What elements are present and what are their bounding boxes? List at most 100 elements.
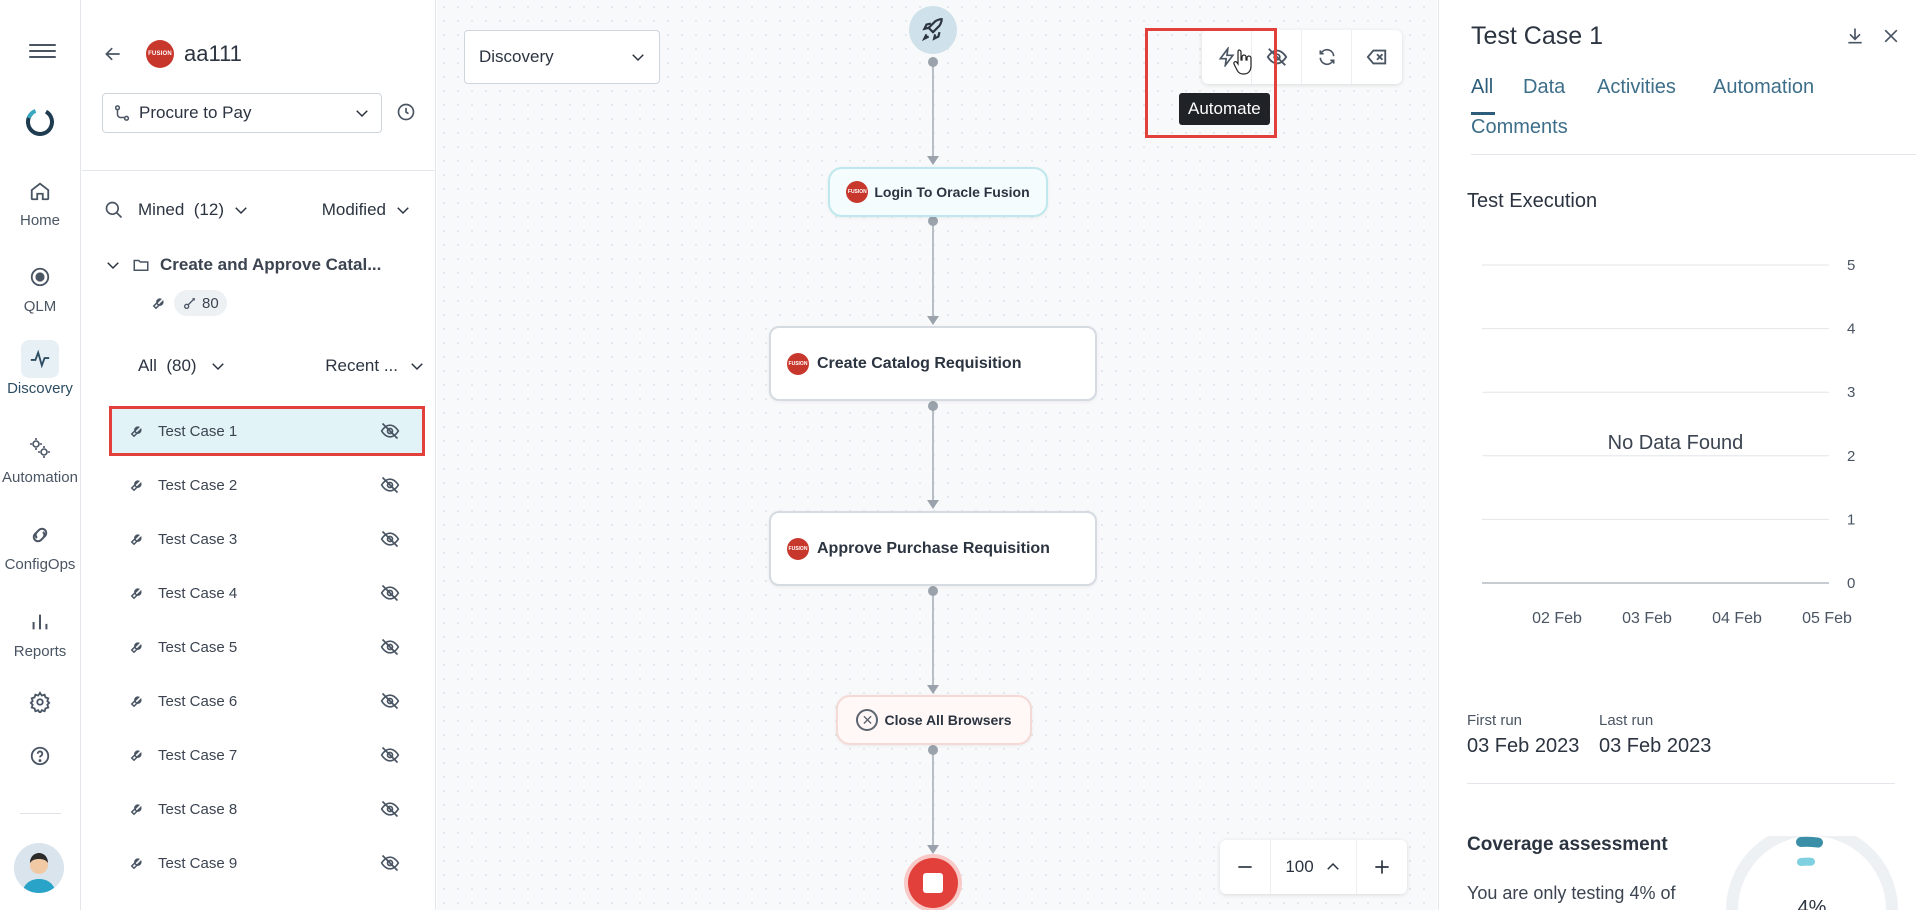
nav-discovery[interactable]: Discovery	[0, 340, 80, 397]
nav-settings[interactable]	[0, 683, 80, 721]
nav-reports[interactable]: Reports	[0, 603, 80, 660]
test-case-label: Test Case 5	[158, 638, 238, 656]
help-icon	[21, 737, 59, 775]
folder-row[interactable]: Create and Approve Catal...	[104, 255, 424, 275]
home-icon	[21, 172, 59, 210]
tab-all[interactable]: All	[1471, 76, 1494, 98]
clear-button[interactable]	[1352, 30, 1402, 84]
history-icon[interactable]	[396, 102, 418, 124]
app-logo-icon[interactable]	[24, 106, 56, 138]
zoom-level[interactable]: 100	[1270, 840, 1357, 894]
test-case-row[interactable]: Test Case 7	[112, 733, 422, 777]
y-tick-label: 4	[1847, 321, 1855, 338]
eye-off-icon[interactable]	[380, 475, 400, 495]
nav-qlm[interactable]: QLM	[0, 258, 80, 315]
eye-off-icon[interactable]	[380, 583, 400, 603]
tab-activities[interactable]: Activities	[1597, 76, 1676, 98]
y-tick-label: 1	[1847, 511, 1855, 528]
tab-data[interactable]: Data	[1523, 76, 1566, 98]
details-title: Test Case 1	[1471, 22, 1604, 50]
flow-connector	[932, 748, 934, 852]
test-case-row[interactable]: Test Case 3	[112, 517, 422, 561]
user-avatar[interactable]	[14, 843, 64, 893]
nav-home[interactable]: Home	[0, 172, 80, 229]
refresh-icon	[1319, 48, 1334, 66]
test-case-label: Test Case 7	[158, 746, 238, 764]
zoom-control: 100	[1220, 840, 1407, 894]
start-node[interactable]	[909, 6, 957, 54]
tab-automation[interactable]: Automation	[1713, 76, 1815, 98]
nav-automation[interactable]: Automation	[0, 429, 80, 486]
automate-button[interactable]	[1202, 30, 1252, 84]
nav-rail: Home QLM Discovery Automation ConfigOps …	[0, 0, 81, 910]
test-case-label: Test Case 9	[158, 854, 238, 872]
search-icon[interactable]	[104, 200, 124, 220]
close-icon[interactable]	[1879, 24, 1903, 48]
eye-off-icon[interactable]	[380, 637, 400, 657]
coverage-title: Coverage assessment	[1467, 834, 1668, 855]
nav-help[interactable]	[0, 737, 80, 775]
last-run-value: 03 Feb 2023	[1599, 735, 1712, 757]
step-approve-requisition[interactable]: FUSION Approve Purchase Requisition	[769, 511, 1097, 586]
sort-select[interactable]: Recent ...	[325, 356, 426, 376]
y-tick-label: 0	[1847, 575, 1855, 592]
eye-off-icon[interactable]	[380, 745, 400, 765]
hamburger-menu-icon[interactable]	[29, 44, 56, 64]
flow-connector	[932, 220, 934, 320]
eye-off-icon[interactable]	[380, 691, 400, 711]
view-select[interactable]: Discovery	[464, 30, 660, 84]
modified-filter[interactable]: Modified	[322, 200, 412, 220]
filter-row: Mined (12) Modified	[104, 196, 424, 224]
eye-off-icon[interactable]	[380, 799, 400, 819]
chevron-down-icon	[632, 54, 644, 62]
flow-canvas[interactable]: Discovery Automate FUSION Login To	[437, 0, 1437, 910]
y-tick-label: 2	[1847, 448, 1855, 465]
chevron-down-icon	[411, 363, 423, 371]
rocket-icon	[921, 18, 943, 42]
process-select[interactable]: Procure to Pay	[102, 93, 382, 133]
panel-divider	[82, 170, 436, 171]
list-header: All (80) Recent ...	[138, 356, 428, 376]
section-divider	[1467, 783, 1895, 784]
mined-filter[interactable]: Mined (12)	[138, 200, 250, 220]
no-data-message: No Data Found	[1608, 432, 1744, 454]
test-case-row[interactable]: Test Case 6	[112, 679, 422, 723]
coverage-text: You are only testing 4% of	[1467, 883, 1676, 903]
target-icon	[21, 258, 59, 296]
stop-node[interactable]	[908, 858, 958, 908]
wrench-icon	[130, 642, 142, 654]
back-arrow-icon[interactable]	[102, 43, 124, 65]
chevron-up-icon	[1326, 862, 1339, 870]
connector-dot	[928, 586, 938, 596]
tab-comments[interactable]: Comments	[1471, 116, 1568, 138]
sort-select-value: Recent ...	[325, 356, 398, 375]
test-case-row[interactable]: Test Case 2	[112, 463, 422, 507]
zoom-in-button[interactable]	[1357, 840, 1407, 894]
step-close-browsers[interactable]: ✕ Close All Browsers	[836, 695, 1032, 745]
bar-chart-icon	[21, 603, 59, 641]
step-login[interactable]: FUSION Login To Oracle Fusion	[828, 167, 1048, 217]
first-run-value: 03 Feb 2023	[1467, 735, 1580, 757]
download-icon[interactable]	[1843, 24, 1867, 48]
test-case-row[interactable]: Test Case 8	[112, 787, 422, 831]
all-filter[interactable]: All (80)	[138, 356, 227, 376]
eye-off-icon[interactable]	[380, 853, 400, 873]
zoom-out-button[interactable]	[1220, 840, 1270, 894]
test-case-row[interactable]: Test Case 5	[112, 625, 422, 669]
wrench-icon	[130, 858, 142, 870]
plus-icon	[1375, 860, 1389, 874]
test-case-row[interactable]: Test Case 4	[112, 571, 422, 615]
eye-off-icon[interactable]	[380, 421, 400, 441]
modified-filter-label: Modified	[321, 200, 386, 219]
connector-arrow	[927, 685, 939, 694]
test-case-row[interactable]: Test Case 9	[112, 841, 422, 885]
nav-configops[interactable]: ConfigOps	[0, 516, 80, 573]
automate-tooltip: Automate	[1179, 93, 1270, 125]
chevron-down-icon[interactable]	[104, 256, 122, 274]
step-create-catalog[interactable]: FUSION Create Catalog Requisition	[769, 326, 1097, 401]
eye-off-icon[interactable]	[380, 529, 400, 549]
refresh-button[interactable]	[1302, 30, 1352, 84]
wrench-icon	[130, 588, 142, 600]
folder-name: Create and Approve Catal...	[160, 255, 382, 274]
test-case-row[interactable]: Test Case 1	[109, 406, 425, 456]
